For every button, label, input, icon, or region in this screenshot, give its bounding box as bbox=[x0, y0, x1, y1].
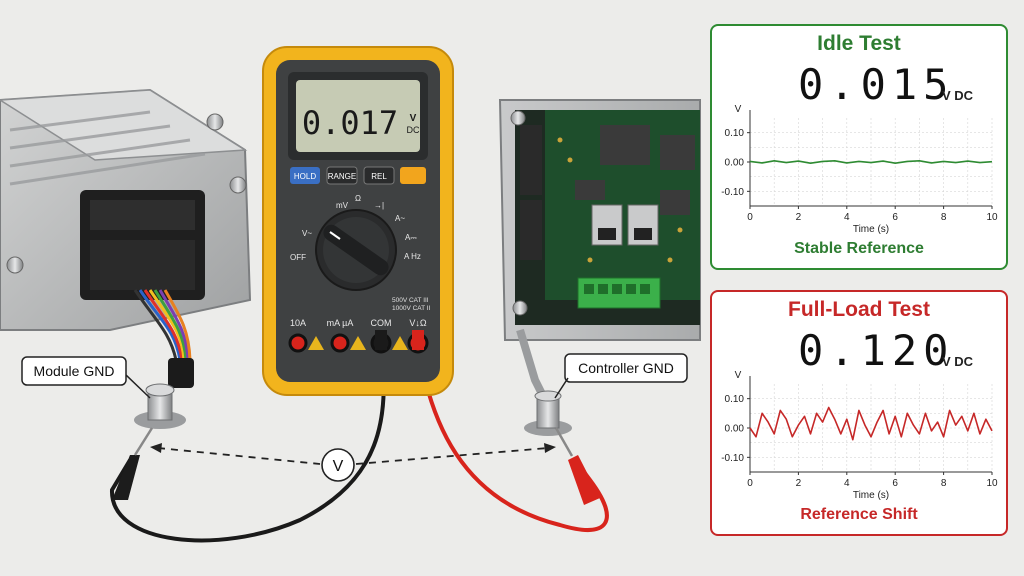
red-plug bbox=[412, 330, 424, 350]
red-test-lead bbox=[416, 344, 609, 532]
warning-icon bbox=[350, 336, 366, 350]
function-button[interactable] bbox=[400, 167, 426, 184]
dial-label-off: OFF bbox=[290, 253, 306, 262]
controller-gnd-label: Controller GND bbox=[578, 360, 674, 376]
cat-rating-2: 1000V CAT II bbox=[392, 305, 431, 312]
mount-bolt-icon bbox=[510, 110, 526, 126]
x-axis-label: Time (s) bbox=[853, 224, 889, 235]
warning-icon bbox=[392, 336, 408, 350]
hold-button[interactable] bbox=[290, 167, 320, 184]
red-probe-icon bbox=[568, 455, 600, 505]
x-tick-label: 6 bbox=[892, 478, 898, 489]
x-tick-label: 0 bbox=[747, 212, 753, 223]
x-tick-label: 10 bbox=[986, 478, 998, 489]
jack-10a[interactable] bbox=[288, 333, 308, 353]
module-ground-terminal bbox=[134, 383, 186, 429]
arrow-left-icon bbox=[150, 443, 162, 453]
hold-button-label: HOLD bbox=[294, 172, 316, 181]
x-tick-label: 0 bbox=[747, 478, 753, 489]
y-tick-label: 0.00 bbox=[725, 424, 745, 435]
multimeter: 0.017 V DC HOLD RANGE REL mV Ω →| V~ OFF… bbox=[262, 46, 454, 396]
dial-label-vac: V~ bbox=[302, 229, 312, 238]
black-test-lead bbox=[109, 344, 386, 543]
rotary-dial[interactable] bbox=[315, 209, 397, 291]
dial-label-a-ac: A~ bbox=[395, 214, 405, 223]
jack-ma[interactable] bbox=[330, 333, 350, 353]
full-load-caption: Reference Shift bbox=[800, 506, 918, 523]
y-axis-label: V bbox=[735, 370, 742, 381]
jack-label-com: COM bbox=[371, 318, 392, 328]
dial-label-diode: →| bbox=[374, 201, 384, 210]
meter-unit-dc: DC bbox=[407, 125, 420, 135]
x-axis-label: Time (s) bbox=[853, 490, 889, 501]
voltmeter-symbol bbox=[321, 448, 355, 482]
controller-ground-terminal bbox=[524, 390, 572, 436]
dial-label-a-dc: A⎓ bbox=[405, 233, 417, 242]
full-load-reading: 0.120 bbox=[798, 326, 955, 375]
arrow-right-icon bbox=[544, 443, 556, 453]
y-tick-label: 0.10 bbox=[725, 394, 745, 405]
cat-rating-1: 500V CAT III bbox=[392, 297, 429, 304]
x-tick-label: 2 bbox=[796, 212, 802, 223]
wire-harness bbox=[133, 289, 192, 361]
voltmeter-symbol-label: V bbox=[333, 458, 344, 475]
idle-reading-unit: V DC bbox=[942, 88, 974, 103]
rel-button-label: REL bbox=[371, 172, 387, 181]
x-tick-label: 10 bbox=[986, 212, 998, 223]
controller-gnd-callout: Controller GND bbox=[554, 353, 688, 399]
black-probe-icon bbox=[112, 455, 140, 500]
jack-label-v-ohm: V↓Ω bbox=[409, 318, 427, 328]
dial-label-mv: mV bbox=[336, 201, 349, 210]
y-tick-label: 0.00 bbox=[725, 158, 745, 169]
meter-unit-v: V bbox=[410, 113, 417, 124]
warning-icon bbox=[308, 336, 324, 350]
dial-label-a-hz: A Hz bbox=[404, 252, 421, 261]
idle-test-title: Idle Test bbox=[817, 32, 901, 55]
jack-label-ma: mA µA bbox=[327, 318, 354, 328]
range-button-label: RANGE bbox=[328, 172, 356, 181]
module-gnd-label: Module GND bbox=[34, 363, 115, 379]
controller-board bbox=[498, 99, 701, 402]
voltage-series-line bbox=[749, 406, 993, 441]
y-tick-label: 0.10 bbox=[725, 128, 745, 139]
range-button[interactable] bbox=[326, 166, 358, 185]
meter-reading: 0.017 bbox=[302, 104, 398, 142]
engine-module bbox=[0, 88, 252, 388]
voltage-measurement-line: V bbox=[150, 443, 556, 482]
mount-bolt-icon bbox=[6, 256, 24, 274]
black-plug bbox=[375, 330, 387, 350]
x-tick-label: 6 bbox=[892, 212, 898, 223]
module-gnd-callout: Module GND bbox=[21, 356, 151, 399]
full-load-test-panel: Full-Load Test 0.120 V DC V 0.10 0.00 -0.10… bbox=[710, 290, 1008, 536]
full-load-test-title: Full-Load Test bbox=[788, 298, 930, 321]
x-tick-label: 4 bbox=[844, 212, 850, 223]
full-load-reading-unit: V DC bbox=[942, 354, 974, 369]
x-tick-label: 8 bbox=[941, 212, 947, 223]
jack-label-10a: 10A bbox=[290, 318, 306, 328]
meter-display bbox=[296, 80, 420, 152]
dial-label-ohm: Ω bbox=[355, 194, 361, 203]
idle-caption: Stable Reference bbox=[794, 240, 924, 257]
y-tick-label: -0.10 bbox=[721, 187, 744, 198]
idle-test-panel: Idle Test 0.015 V DC V 0.10 0.00 -0.10 0 2 4 6 8… bbox=[710, 24, 1008, 270]
y-tick-label: -0.10 bbox=[721, 453, 744, 464]
mount-bolt-icon bbox=[512, 300, 528, 316]
rel-button[interactable] bbox=[363, 166, 395, 185]
x-tick-label: 2 bbox=[796, 478, 802, 489]
y-axis-label: V bbox=[735, 104, 742, 115]
mount-bolt-icon bbox=[229, 176, 247, 194]
voltage-series-line bbox=[749, 159, 993, 164]
mount-bolt-icon bbox=[206, 113, 224, 131]
x-tick-label: 4 bbox=[844, 478, 850, 489]
idle-reading: 0.015 bbox=[798, 60, 955, 109]
x-tick-label: 8 bbox=[941, 478, 947, 489]
